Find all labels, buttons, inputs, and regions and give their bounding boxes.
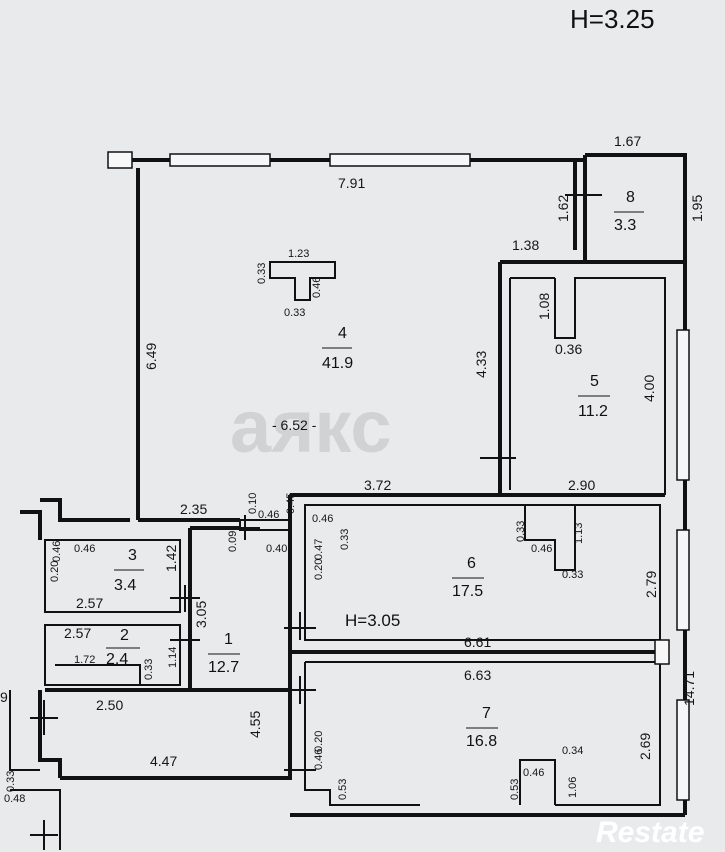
room-1-area: 12.7 [208, 659, 239, 676]
dim-1-38: 1.38 [512, 237, 539, 253]
dim-1-95: 1.95 [689, 195, 705, 222]
dim-2-35: 2.35 [180, 501, 207, 517]
room-7-area: 16.8 [466, 733, 497, 750]
dim-4-33: 4.33 [473, 351, 489, 378]
dim-1-67: 1.67 [614, 133, 641, 149]
dim-0-53-a: 0.53 [337, 779, 349, 800]
dim-1-13: 1.13 [573, 523, 585, 544]
window-room6 [676, 529, 690, 631]
window-room5 [676, 329, 690, 481]
dim-2-50: 2.50 [96, 697, 123, 713]
watermark-corner: Restate [596, 816, 704, 849]
windows [107, 151, 690, 801]
dim-1-72: 1.72 [74, 654, 95, 666]
room-5-number: 5 [590, 373, 599, 390]
dim-0-46-notch: 0.46 [531, 543, 552, 555]
dim-0-20-room7: 0.20 [313, 731, 325, 752]
room-4-area: 41.9 [322, 355, 353, 372]
dim-9: 9 [0, 689, 8, 705]
dim-6-61: 6.61 [464, 634, 491, 650]
dim-7-91: 7.91 [338, 175, 365, 191]
room-7-number: 7 [482, 705, 491, 722]
room-2-area: 2.4 [106, 651, 128, 668]
dim-0-20-room3: 0.20 [49, 561, 61, 582]
dim-4-55: 4.55 [247, 711, 263, 738]
room-1-number: 1 [224, 631, 233, 648]
dim-1-08: 1.08 [536, 293, 552, 320]
dim-0-10: 0.10 [247, 493, 259, 514]
dim-0-45: 0.45 [285, 493, 297, 514]
dim-0-33-room6: 0.33 [339, 529, 351, 550]
dim-0-33-notch-b: 0.33 [562, 569, 583, 581]
dim-0-46-room3-b: 0.46 [74, 543, 95, 555]
dim-0-36: 0.36 [555, 341, 582, 357]
room-8-number: 8 [626, 189, 635, 206]
dim-4-00: 4.00 [641, 375, 657, 402]
door-marks [30, 180, 602, 850]
dim-0-47: 0.47 [313, 539, 325, 560]
dim-0-33-notch-a: 0.33 [515, 521, 527, 542]
dim-0-46-room3-a: 0.46 [51, 541, 63, 562]
dim-1-62: 1.62 [555, 195, 571, 222]
dim-6-49: 6.49 [143, 343, 159, 370]
dim-0-33-left: 0.33 [5, 771, 17, 792]
window-top-1 [169, 153, 271, 167]
dim-0-09: 0.09 [227, 531, 239, 552]
dim-0-34: 0.34 [562, 745, 583, 757]
wall-gap-6-7 [654, 639, 670, 665]
dim-1-23: 1.23 [288, 248, 309, 260]
room-labels: 4 41.9 5 11.2 8 3.3 6 17.5 7 16.8 1 12.7… [106, 189, 644, 750]
height-label-top: H=3.25 [570, 4, 655, 34]
dim-1-42: 1.42 [163, 545, 179, 572]
window-top-2 [329, 153, 471, 167]
room-2-number: 2 [120, 627, 129, 644]
dim-2-69: 2.69 [637, 733, 653, 760]
dim-3-72: 3.72 [364, 477, 391, 493]
dim-14-71: 14.71 [681, 671, 697, 706]
room-5-area: 11.2 [578, 403, 608, 420]
dim-0-46-room6: 0.46 [312, 513, 333, 525]
room-3-number: 3 [128, 547, 137, 564]
dim-4-47: 4.47 [150, 753, 177, 769]
dim-3-05: 3.05 [193, 601, 209, 628]
watermark-center: аякс [230, 385, 392, 468]
dim-0-46-room7-a: 0.46 [313, 749, 325, 770]
window-corner [107, 151, 133, 169]
dim-2-57-room2: 2.57 [64, 625, 91, 641]
dim-6-52: - 6.52 - [272, 417, 317, 433]
dim-0-48: 0.48 [4, 793, 25, 805]
height-label-mid: H=3.05 [345, 611, 400, 630]
dim-0-46-room7-b: 0.46 [523, 767, 544, 779]
room-6-area: 17.5 [452, 583, 483, 600]
dim-2-79: 2.79 [643, 571, 659, 598]
dim-0-40: 0.40 [266, 543, 287, 555]
room-8-area: 3.3 [614, 217, 636, 234]
room-4-number: 4 [338, 325, 347, 342]
dim-1-14: 1.14 [167, 647, 179, 668]
dim-0-33-column-a: 0.33 [256, 263, 268, 284]
dim-0-20-room6: 0.20 [313, 559, 325, 580]
dim-0-46-column: 0.46 [311, 277, 323, 298]
window-room7 [676, 699, 690, 801]
dim-1-06: 1.06 [567, 777, 579, 798]
dim-6-63: 6.63 [464, 667, 491, 683]
dim-0-46-mid: 0.46 [258, 509, 279, 521]
room-3-area: 3.4 [114, 577, 136, 594]
room-6-number: 6 [467, 555, 476, 572]
dim-2-57-room3: 2.57 [76, 595, 103, 611]
dimension-labels: 1.67 7.91 1.62 1.95 1.38 1.23 0.33 0.46 … [0, 133, 705, 805]
dim-2-90: 2.90 [568, 477, 595, 493]
dim-0-33-column-b: 0.33 [284, 307, 305, 319]
dim-0-53-b: 0.53 [509, 779, 521, 800]
dim-0-33-room2: 0.33 [143, 659, 155, 680]
